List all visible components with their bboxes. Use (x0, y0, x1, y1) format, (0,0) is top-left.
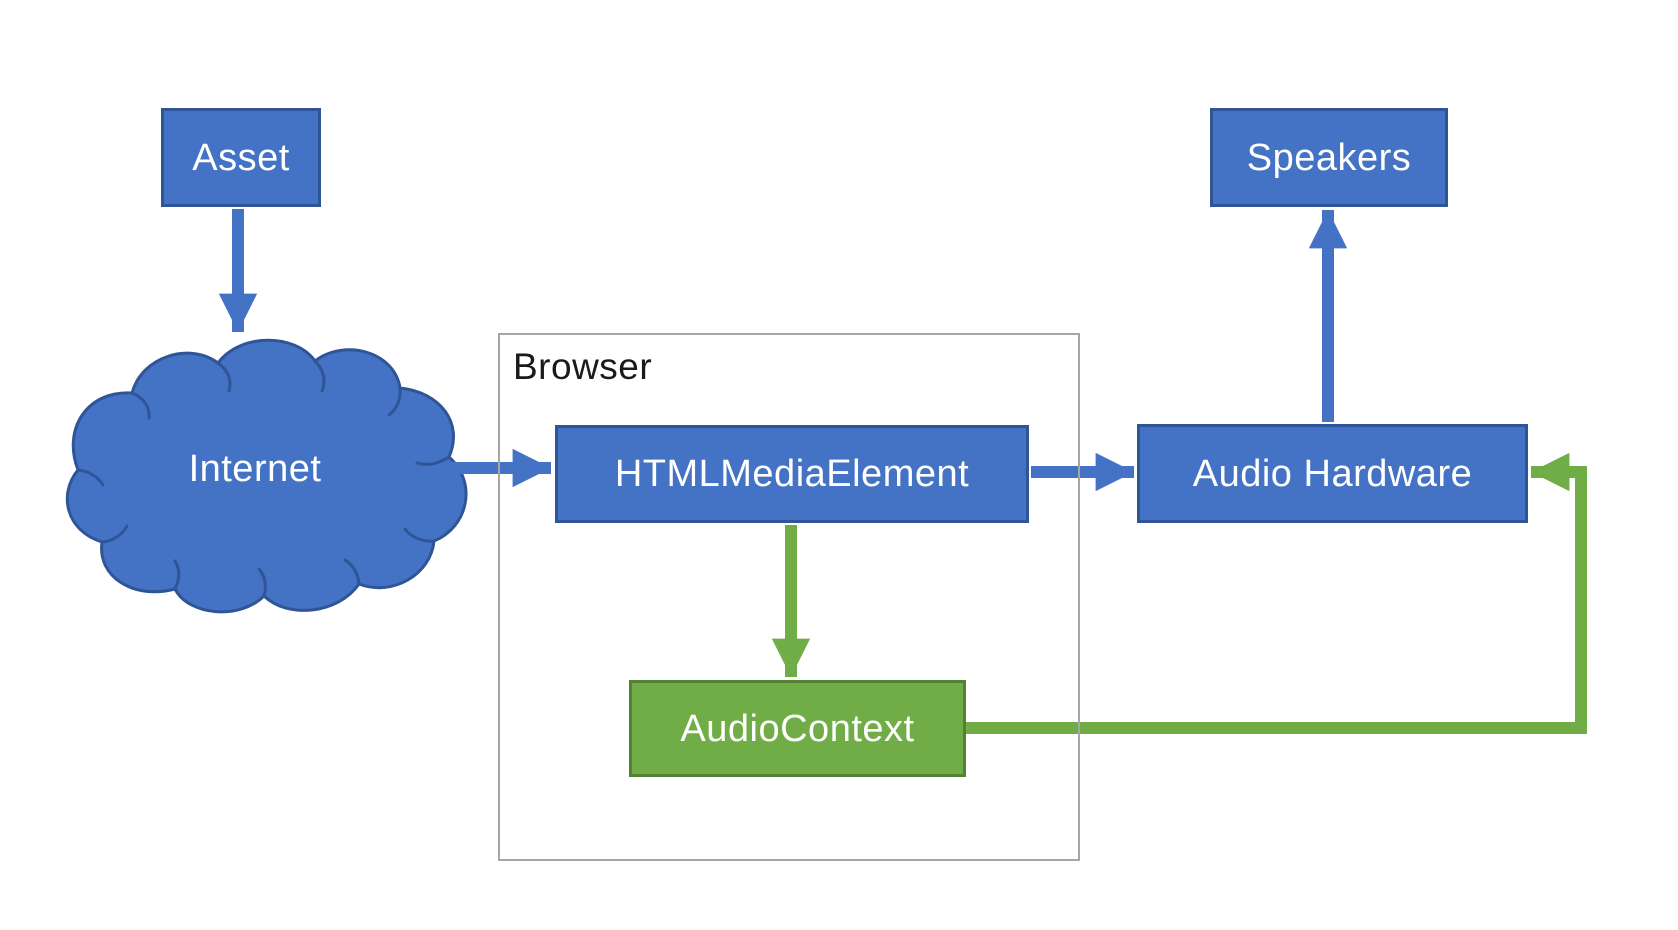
browser-label: Browser (513, 346, 653, 387)
htmlmediaelement-label: HTMLMediaElement (614, 453, 970, 495)
internet-node: Internet (95, 438, 415, 500)
htmlmediaelement-node: HTMLMediaElement (555, 425, 1029, 523)
edge-audiocontext-to-audiohardware (966, 452, 1587, 734)
asset-node: Asset (161, 108, 321, 207)
internet-label: Internet (188, 447, 322, 490)
audiocontext-label: AudioContext (680, 707, 915, 750)
browser-container (498, 333, 1080, 861)
audiohardware-node: Audio Hardware (1137, 424, 1528, 523)
speakers-node: Speakers (1210, 108, 1448, 207)
audiocontext-node: AudioContext (629, 680, 966, 777)
asset-label: Asset (192, 136, 290, 179)
speakers-label: Speakers (1246, 136, 1412, 179)
internet-cloud-shape (65, 338, 468, 614)
audiohardware-label: Audio Hardware (1192, 452, 1473, 495)
